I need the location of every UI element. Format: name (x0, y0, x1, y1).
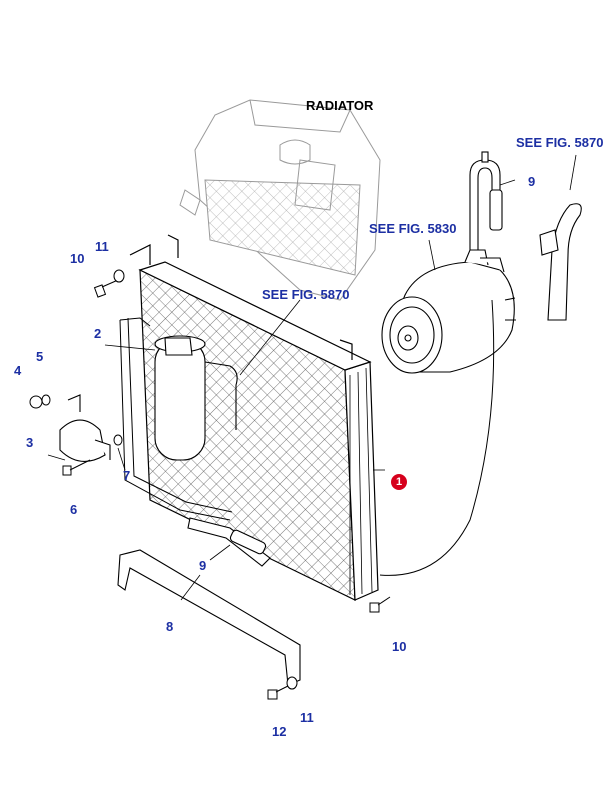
part-2[interactable]: 2 (94, 326, 102, 341)
part-4[interactable]: 4 (14, 363, 22, 378)
clamp (59, 394, 111, 462)
pipe-9-upper (469, 151, 503, 250)
see-fig-5830: SEE FIG. 5830 (369, 221, 457, 236)
mounting-bracket (117, 549, 301, 686)
pipe-9-lower (187, 517, 271, 567)
see-fig-5870-top: SEE FIG. 5870 (516, 135, 604, 150)
part-10-low[interactable]: 10 (392, 639, 407, 654)
fasteners (29, 269, 391, 700)
part-5[interactable]: 5 (36, 349, 44, 364)
part-3[interactable]: 3 (26, 435, 34, 450)
part-6[interactable]: 6 (70, 502, 78, 517)
part-9-top[interactable]: 9 (528, 174, 536, 189)
part-7[interactable]: 7 (123, 468, 131, 483)
see-fig-5870-mid: SEE FIG. 5870 (262, 287, 350, 302)
leader-lines (47, 154, 577, 601)
part-12[interactable]: 12 (272, 724, 287, 739)
condenser-lines (119, 317, 233, 521)
radiator-ghost (179, 99, 381, 301)
callout-1[interactable]: 1 (391, 474, 407, 490)
part-10-top[interactable]: 10 (70, 251, 85, 266)
hose-assembly-right (539, 203, 582, 321)
receiver-drier (154, 335, 238, 461)
part-11-low[interactable]: 11 (300, 710, 314, 725)
part-9-low[interactable]: 9 (199, 558, 207, 573)
refrigerant-hose (379, 299, 495, 576)
radiator-title: RADIATOR (306, 98, 374, 113)
compressor (381, 249, 516, 374)
part-8[interactable]: 8 (166, 619, 174, 634)
condenser (129, 234, 379, 601)
part-11-top[interactable]: 11 (95, 239, 109, 254)
